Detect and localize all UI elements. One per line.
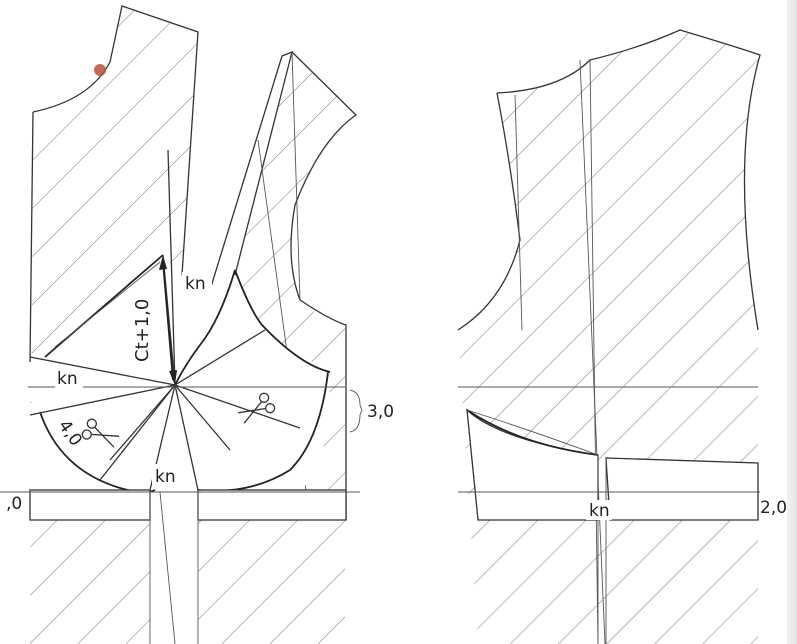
- label-kn-back: kn: [589, 501, 610, 521]
- label-kn-left: kn: [57, 369, 78, 389]
- label-measure-left-edge: ,0: [6, 494, 22, 514]
- label-kn-center: kn: [155, 467, 176, 487]
- dimension-bracket-3: [349, 389, 363, 433]
- label-kn-top: kn: [185, 274, 206, 294]
- page-edge-shadow: [787, 0, 797, 644]
- back-piece: [457, 29, 761, 644]
- back-waist-pieces: [458, 408, 760, 644]
- label-measure-2: 2,0: [760, 498, 787, 518]
- scissors-icon: [238, 392, 276, 424]
- front-side-piece: [178, 50, 358, 644]
- front-waistband: [0, 489, 360, 644]
- scissors-icon: [81, 418, 120, 448]
- label-measure-3: 3,0: [367, 402, 394, 422]
- cup-pieces: [29, 149, 331, 493]
- bust-apex-arrow: [159, 255, 177, 385]
- label-dart-formula: Ct+1,0: [132, 299, 153, 362]
- neck-point-marker: [94, 64, 106, 76]
